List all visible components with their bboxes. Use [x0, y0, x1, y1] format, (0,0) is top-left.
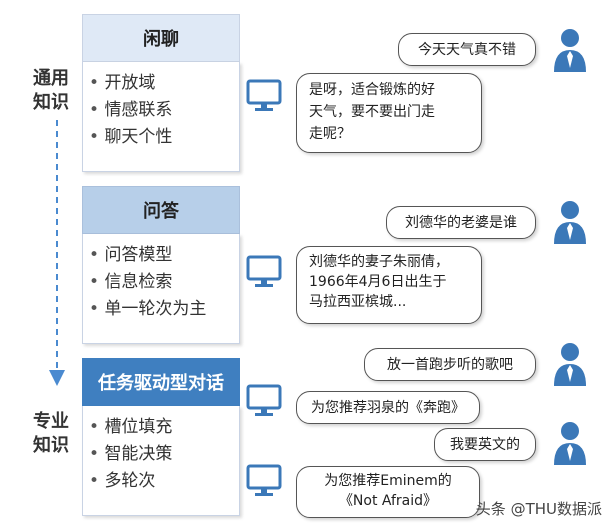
user-message: 今天天气真不错 — [398, 33, 536, 66]
general-knowledge-label: 通用 知识 — [33, 68, 69, 113]
user-message: 放一首跑步听的歌吧 — [364, 348, 536, 381]
computer-icon — [246, 464, 282, 496]
watermark: 头条 @THU数据派 — [475, 500, 602, 518]
computer-icon — [246, 384, 282, 416]
user-message: 我要英文的 — [434, 428, 536, 461]
computer-icon — [246, 79, 282, 111]
user-icon — [554, 201, 586, 244]
user-icon — [554, 343, 586, 386]
user-icon — [554, 422, 586, 465]
card-title: 任务驱动型对话 — [82, 358, 240, 406]
card-items: 开放域 情感联系 聊天个性 — [82, 62, 240, 172]
list-item: 问答模型 — [89, 242, 239, 269]
list-item: 信息检索 — [89, 269, 239, 296]
card-title: 闲聊 — [82, 14, 240, 62]
expert-knowledge-label: 专业 知识 — [33, 411, 69, 456]
card-items: 槽位填充 智能决策 多轮次 — [82, 406, 240, 516]
card-task-driven: 任务驱动型对话 槽位填充 智能决策 多轮次 — [82, 358, 240, 516]
bot-reply: 是呀，适合锻炼的好 天气，要不要出门走 走呢？ — [296, 73, 482, 153]
list-item: 智能决策 — [89, 441, 239, 468]
card-title: 问答 — [82, 186, 240, 234]
list-item: 多轮次 — [89, 468, 239, 495]
list-item: 开放域 — [89, 70, 239, 97]
card-qa: 问答 问答模型 信息检索 单一轮次为主 — [82, 186, 240, 344]
card-items: 问答模型 信息检索 单一轮次为主 — [82, 234, 240, 344]
list-item: 情感联系 — [89, 97, 239, 124]
list-item: 单一轮次为主 — [89, 296, 239, 323]
bot-reply: 刘德华的妻子朱丽倩， 1966年4月6日出生于 马拉西亚槟城... — [296, 246, 482, 324]
bot-reply: 为您推荐Eminem的 《Not Afraid》 — [296, 466, 480, 518]
computer-icon — [246, 255, 282, 287]
user-message: 刘德华的老婆是谁 — [386, 206, 536, 239]
card-chitchat: 闲聊 开放域 情感联系 聊天个性 — [82, 14, 240, 172]
user-icon — [554, 29, 586, 72]
bot-reply: 为您推荐羽泉的《奔跑》 — [296, 391, 480, 424]
list-item: 聊天个性 — [89, 124, 239, 151]
list-item: 槽位填充 — [89, 414, 239, 441]
progression-arrow — [49, 120, 65, 386]
